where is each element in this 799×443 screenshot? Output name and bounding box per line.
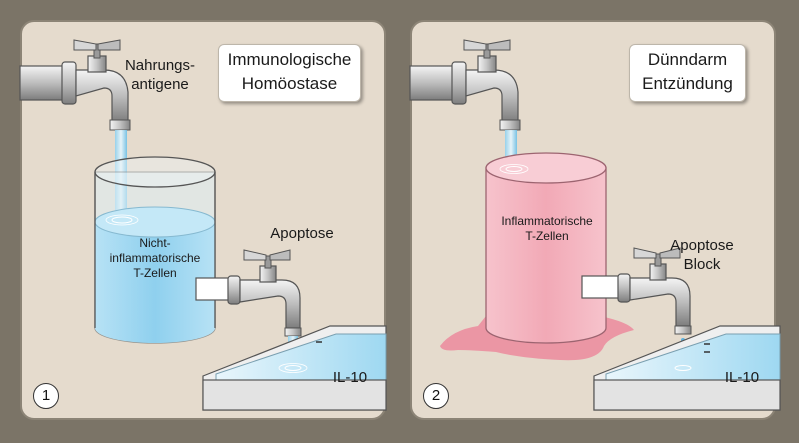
panel-number-badge-2: 2: [423, 383, 449, 409]
right-il10-text: IL-10: [724, 369, 760, 386]
left-apoptosis-text: Apoptose: [270, 225, 334, 242]
right-title-box: Dünndarm Entzündung: [629, 44, 746, 102]
right-il10-label: IL-10: [714, 368, 770, 387]
right-title-line1: Dünndarm: [647, 50, 728, 69]
left-top-tap-label-line1: Nahrungs-: [124, 57, 196, 74]
left-il10-label: IL-10: [322, 368, 378, 387]
left-il10-text: IL-10: [332, 369, 368, 386]
right-tank-label-line1: Inflammatorische: [501, 214, 593, 228]
left-title-line1: Immunologische: [227, 50, 352, 69]
left-tank-label: Nicht- inflammatorische T-Zellen: [105, 236, 205, 281]
right-tank-label-line2: T-Zellen: [525, 229, 569, 243]
left-top-tap-label-line2: antigene: [131, 76, 189, 93]
left-title-box: Immunologische Homöostase: [218, 44, 361, 102]
right-tray: [593, 325, 781, 411]
right-illustration: [409, 39, 781, 411]
right-apoptosis-block-label: Apoptose Block: [660, 236, 744, 274]
left-apoptosis-label: Apoptose: [260, 224, 344, 243]
right-tank-label: Inflammatorische T-Zellen: [492, 214, 602, 244]
left-illustration: [19, 39, 387, 411]
left-tank-label-line2: inflammatorische: [109, 251, 201, 265]
right-apoptosis-line2: Block: [683, 256, 721, 273]
left-tray: [202, 325, 387, 411]
left-tank: [94, 156, 216, 344]
right-top-tap: [409, 39, 521, 131]
panel-number-badge-1: 1: [33, 383, 59, 409]
left-top-tap-label: Nahrungs- antigene: [118, 56, 202, 94]
right-bottom-tap: [581, 247, 692, 335]
left-bottom-tap: [195, 249, 302, 337]
right-title-line2: Entzündung: [642, 74, 733, 93]
right-apoptosis-line1: Apoptose: [670, 237, 734, 254]
left-title-line2: Homöostase: [241, 74, 338, 93]
left-top-tap: [19, 39, 131, 131]
left-tank-label-line1: Nicht-: [139, 236, 171, 250]
right-tank: [485, 152, 607, 344]
left-tank-label-line3: T-Zellen: [133, 266, 177, 280]
